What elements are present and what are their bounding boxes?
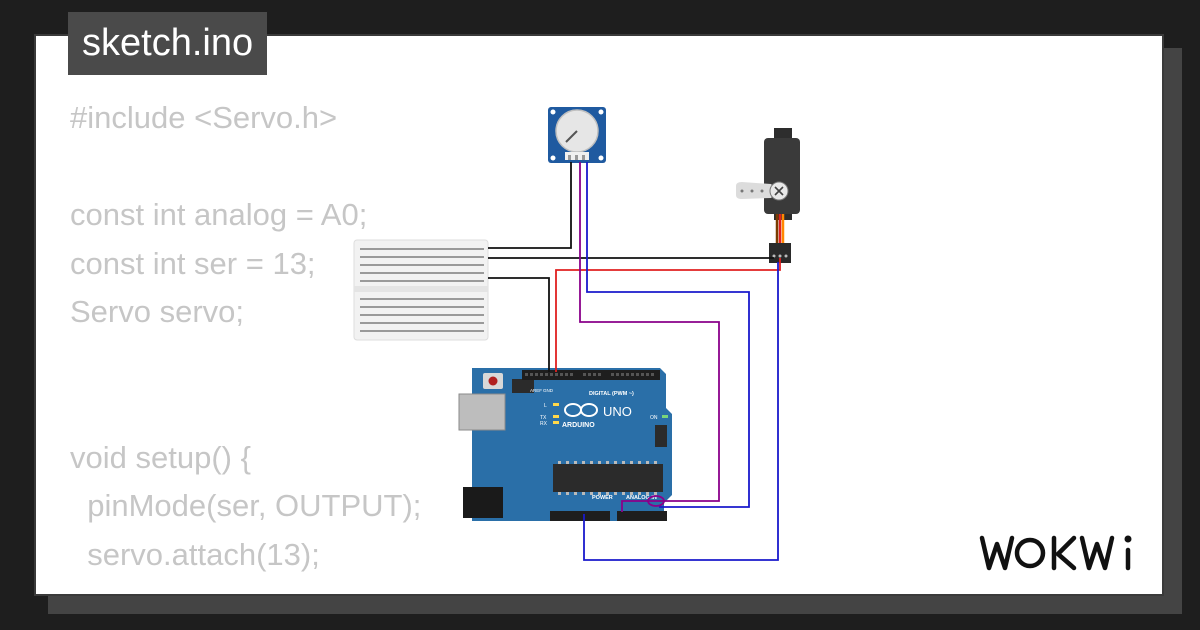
code-line: servo.attach(13); <box>70 536 320 572</box>
tx-led-label: TX <box>540 415 547 421</box>
board-brand: UNO <box>603 404 632 419</box>
on-led-label: ON <box>650 415 658 421</box>
wires <box>488 162 781 561</box>
wire-red-servo-power <box>555 258 781 372</box>
l-led-label: L <box>544 403 547 409</box>
wire-blue-servo-signal <box>583 262 779 561</box>
infinity-icon <box>564 403 598 417</box>
arduino-uno-board[interactable] <box>458 368 672 521</box>
wire-blue-pot-a0 <box>586 162 750 508</box>
analog-label: ANALOG IN <box>626 495 657 501</box>
wire-purple-pot-signal <box>579 162 720 512</box>
wokwi-logo <box>979 535 1132 571</box>
wire-black-board-gnd <box>488 277 550 372</box>
digital-label: DIGITAL (PWM ~) <box>589 391 634 397</box>
code-line: Servo servo; <box>70 294 245 329</box>
code-snippet: #include <Servo.h> const int analog = A0;… <box>70 94 421 579</box>
code-line: const int ser = 13; <box>70 245 316 281</box>
gnd-label: GND <box>543 388 554 393</box>
wire-black-pot-gnd <box>488 162 572 249</box>
board-name: ARDUINO <box>562 422 595 429</box>
aref-label: AREF <box>530 388 542 393</box>
file-name-tab: sketch.ino <box>68 12 268 75</box>
power-label: POWER <box>592 495 613 501</box>
code-line: const int analog = A0; <box>70 197 368 232</box>
servo-motor[interactable] <box>736 128 800 263</box>
rx-led-label: RX <box>540 421 548 427</box>
breadboard[interactable] <box>353 239 489 341</box>
code-line: pinMode(ser, OUTPUT); <box>70 488 422 523</box>
code-line: void setup() { <box>70 439 251 475</box>
code-line: #include <Servo.h> <box>70 100 338 135</box>
potentiometer[interactable] <box>548 107 606 163</box>
